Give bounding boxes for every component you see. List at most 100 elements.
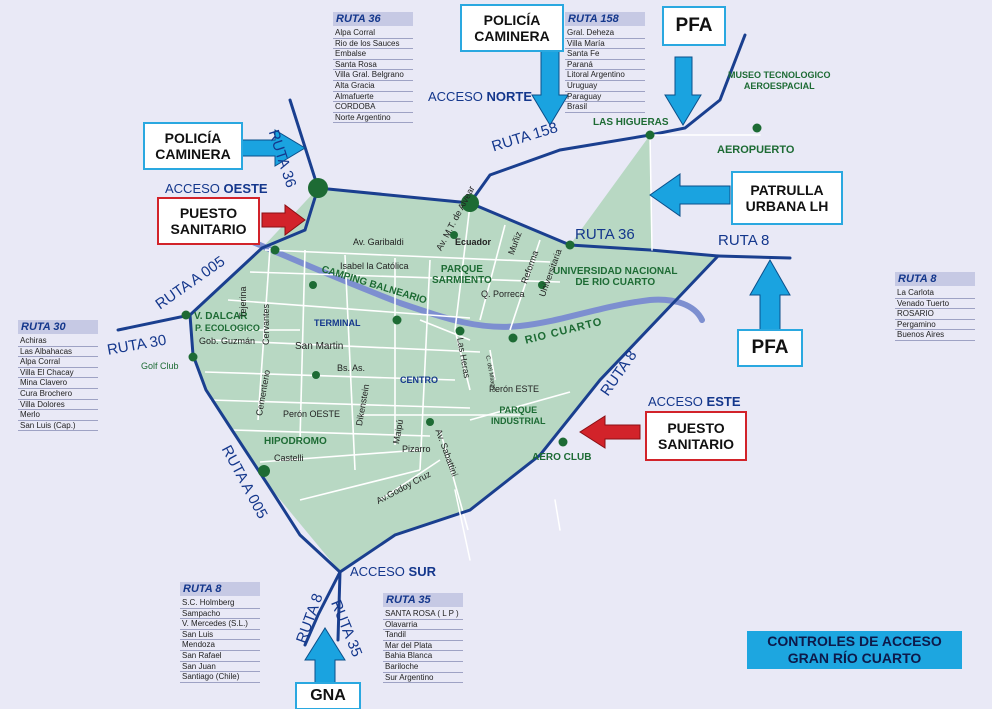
arrow-sanitario-east <box>579 415 641 449</box>
acceso-oeste: ACCESO OESTE <box>165 181 268 196</box>
arrow-sanitario-west <box>261 204 306 236</box>
route-destination: Paraguay <box>565 92 645 103</box>
tag-pfa-top: PFA <box>662 6 726 46</box>
label-ruta36-e: RUTA 36 <box>575 226 635 243</box>
node-ruta36-east <box>565 240 575 250</box>
road-ruta36-nw <box>288 98 320 190</box>
route-destination: Bahia Blanca <box>383 651 463 662</box>
route-destination: Buenos Aires <box>895 330 975 341</box>
road-nodes <box>181 123 762 477</box>
arrow-policia-left <box>239 129 306 167</box>
node-golf <box>188 352 198 362</box>
route-destination: Olavarria <box>383 620 463 631</box>
tag-gna: GNA <box>295 682 361 709</box>
arrow-patrulla <box>649 173 731 217</box>
node-parque <box>450 231 458 239</box>
route-destination: Santa Fe <box>565 49 645 60</box>
map-legend-title: CONTROLES DE ACCESO GRAN RÍO CUARTO <box>747 631 962 669</box>
route-list-title: RUTA 8 <box>895 272 975 286</box>
route-destination: San Luis <box>180 630 260 641</box>
road-sabattini-ext <box>454 489 471 561</box>
label-las-higueras: LAS HIGUERAS <box>593 117 669 128</box>
route-destination: San Juan <box>180 662 260 673</box>
label-aeropuerto: AEROPUERTO <box>717 144 795 156</box>
route-destination: Sampacho <box>180 609 260 620</box>
label-centro: CENTRO <box>400 375 438 385</box>
node-hipodromo <box>258 465 270 477</box>
street-guzman: Gob. Guzmán <box>199 336 256 346</box>
route-list-title: RUTA 8 <box>180 582 260 596</box>
street-isabel: Isabel la Católica <box>340 261 409 271</box>
node-nw <box>270 245 280 255</box>
label-golf: Golf Club <box>141 361 179 371</box>
street-tejerina: Tejerina <box>238 286 248 318</box>
arrow-pfa-top <box>664 56 702 126</box>
route-destination: San Luis (Cap.) <box>18 421 98 432</box>
route-destination: Santiago (Chile) <box>180 672 260 683</box>
road-ruta8-se <box>303 254 720 647</box>
route-destination: La Carlota <box>895 288 975 299</box>
red-arrows <box>261 204 641 449</box>
legend-line2: GRAN RÍO CUARTO <box>787 650 922 666</box>
road-ruta35-s <box>336 570 342 642</box>
route-destination: Brasil <box>565 102 645 113</box>
route-destination: Litoral Argentino <box>565 70 645 81</box>
street-garibaldi: Av. Garibaldi <box>353 237 404 247</box>
route-destination: Alpa Corral <box>333 28 413 39</box>
route-destination: SANTA ROSA ( L P ) <box>383 609 463 620</box>
route-destination: Gral. Deheza <box>565 28 645 39</box>
acceso-sur: ACCESO SUR <box>350 564 436 579</box>
route-destination: Villa Gral. Belgrano <box>333 70 413 81</box>
node-rio-cuarto <box>508 333 518 343</box>
street-sanmartin: San Martin <box>295 341 344 352</box>
route-destination: Merlo <box>18 410 98 421</box>
road-ruta-a005-w <box>116 186 320 332</box>
route-destination: Villa El Chacay <box>18 368 98 379</box>
arrow-gna <box>304 627 346 686</box>
node-dalcar <box>181 310 191 320</box>
node-acceso-oeste <box>308 178 328 198</box>
route-destination: Embalse <box>333 49 413 60</box>
route-destination: Venado Tuerto <box>895 299 975 310</box>
route-destination: ROSARIO <box>895 309 975 320</box>
route-destination: Alta Gracia <box>333 81 413 92</box>
route-list-title: RUTA 36 <box>333 12 413 26</box>
route-destination: Rio de los Sauces <box>333 39 413 50</box>
route-destination: Achiras <box>18 336 98 347</box>
node-las-heras <box>455 326 465 336</box>
node-bsas <box>312 371 320 379</box>
road-higueras-link <box>649 134 653 251</box>
street-castelli: Castelli <box>274 453 304 463</box>
street-porreca: Q. Porreca <box>481 289 525 299</box>
route-list-title: RUTA 35 <box>383 593 463 607</box>
route-destination: Norte Argentino <box>333 113 413 124</box>
street-peron-este: Perón ESTE <box>489 384 540 394</box>
arrow-policia-top <box>531 49 569 126</box>
label-v-dalcar: V. DALCAR <box>194 311 248 322</box>
route-destination: Pergamino <box>895 320 975 331</box>
river <box>245 237 705 330</box>
city-area <box>190 135 718 572</box>
route-destination: Cura Brochero <box>18 389 98 400</box>
road-ruta8-east <box>716 254 792 260</box>
route-destination: Alpa Corral <box>18 357 98 368</box>
street-peron-oeste: Perón OESTE <box>283 409 341 419</box>
label-aero-club: AERO CLUB <box>532 452 592 463</box>
route-destination: Tandil <box>383 630 463 641</box>
route-destination: Santa Rosa <box>333 60 413 71</box>
route-destination: S.C. Holmberg <box>180 598 260 609</box>
route-destination: Paraná <box>565 60 645 71</box>
route-destination: Sur Argentino <box>383 673 463 684</box>
